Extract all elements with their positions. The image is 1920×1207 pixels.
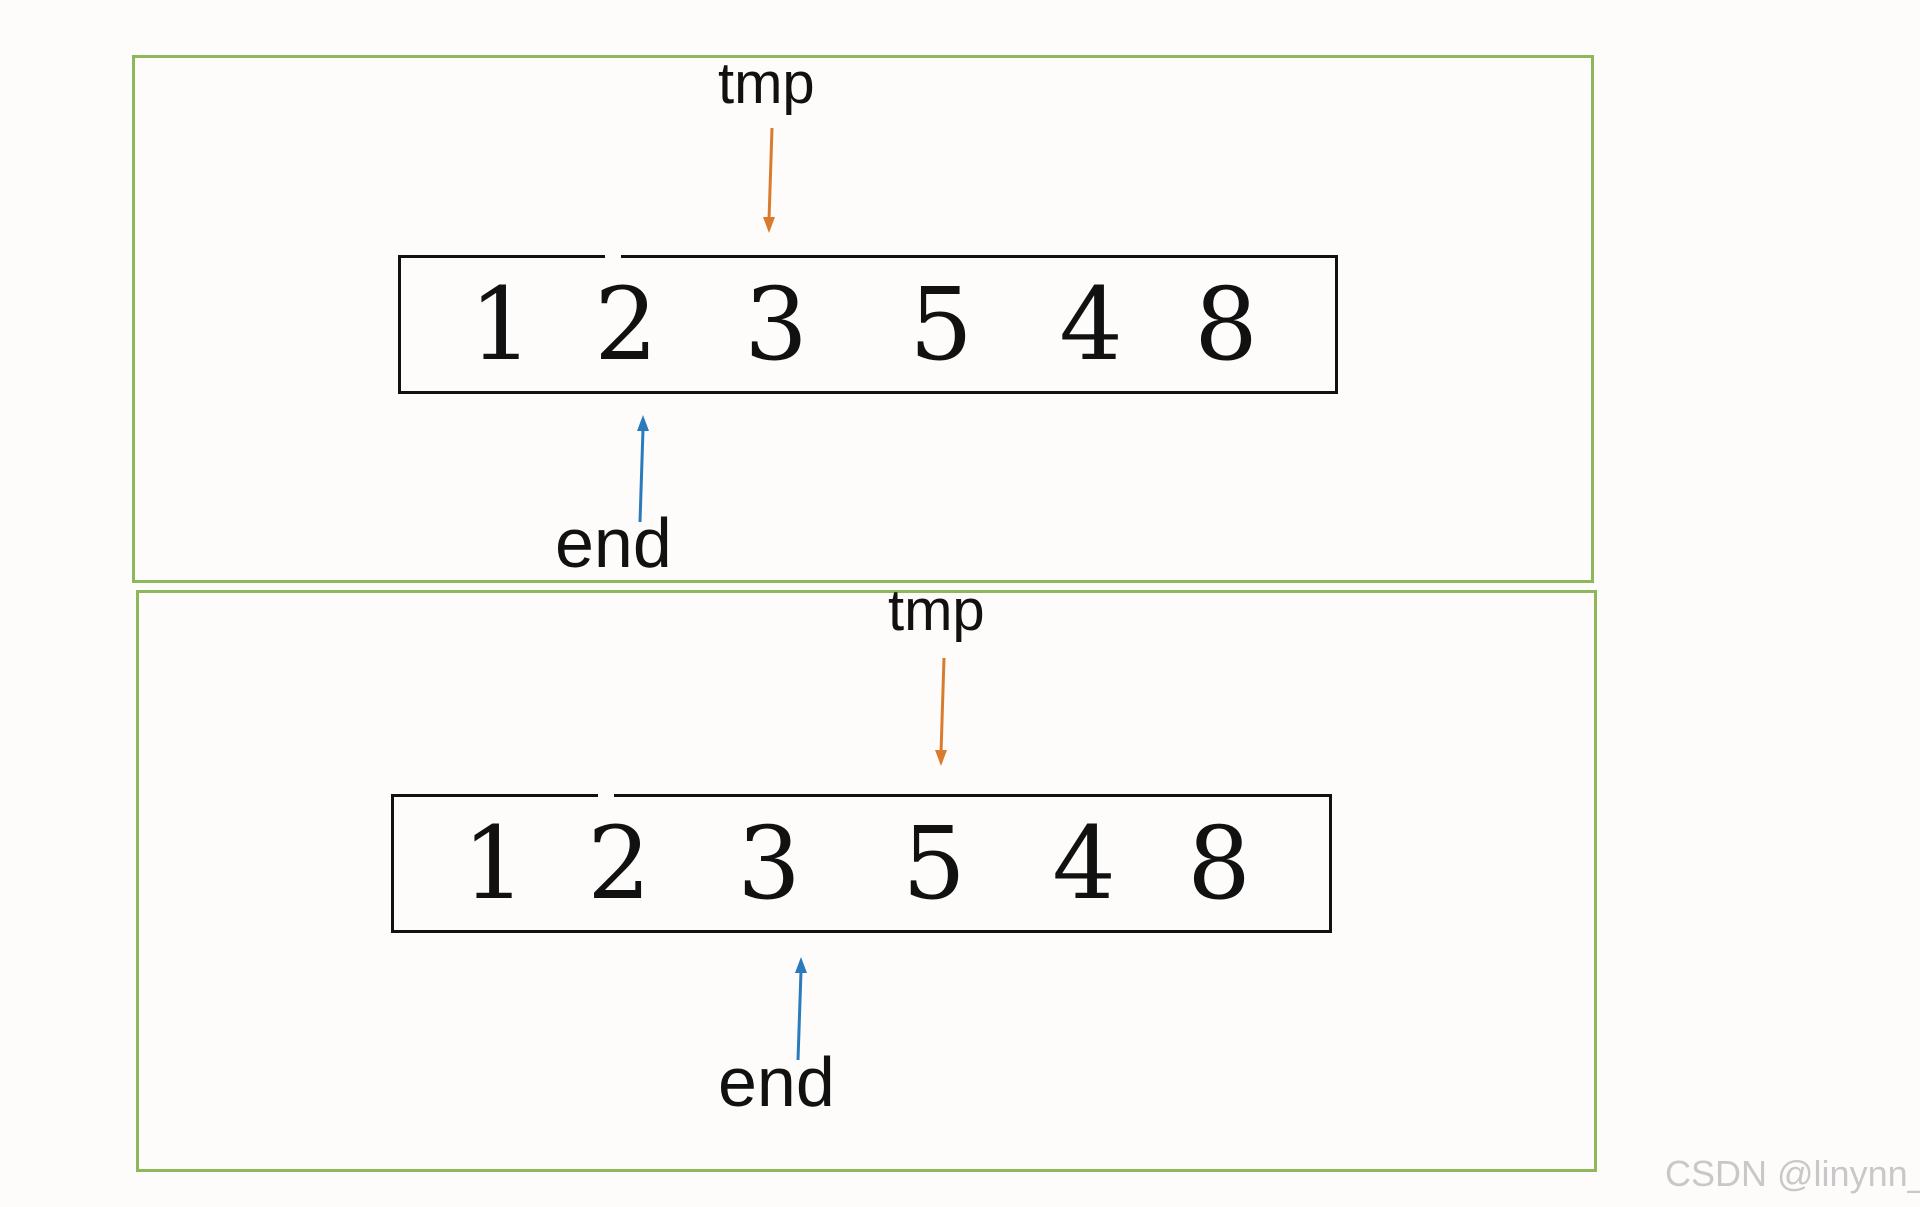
tmp-label-2: tmp bbox=[888, 578, 985, 643]
array-cell-6: 8 bbox=[1187, 804, 1251, 922]
array-box-gap bbox=[598, 793, 614, 798]
array-cell-4: 5 bbox=[902, 804, 966, 922]
tmp-arrow-1 bbox=[763, 127, 775, 233]
array-cell-3: 3 bbox=[744, 265, 808, 383]
step-panel-2 bbox=[136, 590, 1597, 1172]
array-cell-1: 1 bbox=[469, 265, 533, 383]
array-cell-5: 4 bbox=[1052, 804, 1116, 922]
step-panel-1 bbox=[132, 55, 1594, 583]
end-arrow-1 bbox=[637, 415, 649, 523]
array-cell-1: 1 bbox=[462, 804, 526, 922]
end-arrow-2 bbox=[795, 957, 807, 1061]
array-cell-3: 3 bbox=[737, 804, 801, 922]
array-cell-5: 4 bbox=[1059, 265, 1123, 383]
end-label-2: end bbox=[718, 1043, 835, 1121]
array-box-gap bbox=[605, 254, 621, 259]
array-cell-4: 5 bbox=[909, 265, 973, 383]
array-cell-2: 2 bbox=[587, 804, 651, 922]
array-cell-6: 8 bbox=[1194, 265, 1258, 383]
array-box-1: 1 2 3 5 4 8 bbox=[398, 254, 1338, 394]
end-label-1: end bbox=[555, 504, 672, 582]
tmp-arrow-2 bbox=[935, 657, 947, 766]
array-cell-2: 2 bbox=[594, 265, 658, 383]
watermark: CSDN @linynn_ bbox=[1665, 1153, 1920, 1194]
array-box-2: 1 2 3 5 4 8 bbox=[391, 793, 1332, 933]
tmp-label-1: tmp bbox=[718, 51, 815, 116]
